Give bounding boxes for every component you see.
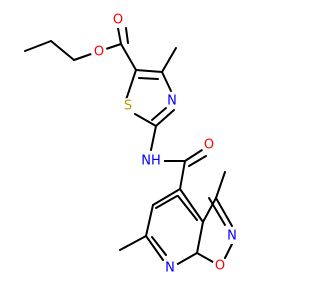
- ester-ether-oxygen: O: [91, 44, 107, 60]
- isoxazole-nitrogen: N: [224, 228, 240, 244]
- bond: [105, 43, 122, 50]
- bond: [145, 235, 164, 261]
- bond: [73, 52, 95, 61]
- pyridine-nitrogen-label: N: [165, 261, 175, 276]
- bond: [135, 69, 163, 73]
- amide-oxygen: O: [201, 137, 217, 153]
- bond: [134, 113, 157, 127]
- bond: [145, 204, 154, 237]
- bond: [155, 195, 178, 209]
- bond: [151, 236, 167, 256]
- bond: [138, 77, 159, 80]
- bond: [117, 27, 122, 45]
- bond: [215, 171, 226, 199]
- bond: [179, 188, 204, 223]
- bond: [125, 27, 129, 44]
- ester-ether-oxygen-label: O: [94, 45, 104, 60]
- isoxazole-oxygen-label: O: [215, 259, 225, 274]
- amide-oxygen-label: O: [204, 138, 214, 153]
- bond: [196, 252, 214, 263]
- bond: [151, 107, 167, 121]
- amide-nh: NH: [140, 152, 164, 169]
- atom-labels: O O S N NH O N O: [91, 12, 240, 276]
- bond: [188, 155, 207, 167]
- ester-carbonyl-oxygen: O: [110, 12, 126, 28]
- bond: [202, 197, 217, 223]
- thiazole-sulfur: S: [120, 98, 136, 114]
- bond: [175, 252, 198, 266]
- bond: [179, 160, 186, 190]
- thiazole-nitrogen-label: N: [167, 94, 177, 109]
- bond: [50, 40, 75, 61]
- thiazole-sulfur-label: S: [124, 99, 132, 114]
- bond: [177, 195, 198, 221]
- bond: [120, 43, 137, 71]
- bond: [24, 40, 52, 52]
- bond: [196, 221, 204, 254]
- molecule-structure: O O S N NH O N O: [24, 12, 240, 276]
- bond: [152, 188, 181, 206]
- thiazole-nitrogen: N: [164, 93, 180, 109]
- ester-carbonyl-oxygen-label: O: [113, 13, 123, 28]
- pyridine-nitrogen: N: [162, 260, 178, 276]
- bond: [224, 243, 233, 259]
- bond: [155, 109, 175, 127]
- bond: [184, 149, 203, 162]
- bond: [150, 125, 157, 151]
- bonds: [24, 27, 233, 266]
- bond: [161, 71, 172, 92]
- isoxazole-nitrogen-label: N: [227, 229, 237, 244]
- bond: [119, 235, 147, 251]
- isoxazole-oxygen: O: [212, 258, 228, 274]
- bond: [215, 197, 233, 227]
- bond: [208, 197, 226, 226]
- bond: [125, 69, 137, 101]
- amide-nh-label: NH: [141, 154, 161, 169]
- bond: [161, 47, 177, 73]
